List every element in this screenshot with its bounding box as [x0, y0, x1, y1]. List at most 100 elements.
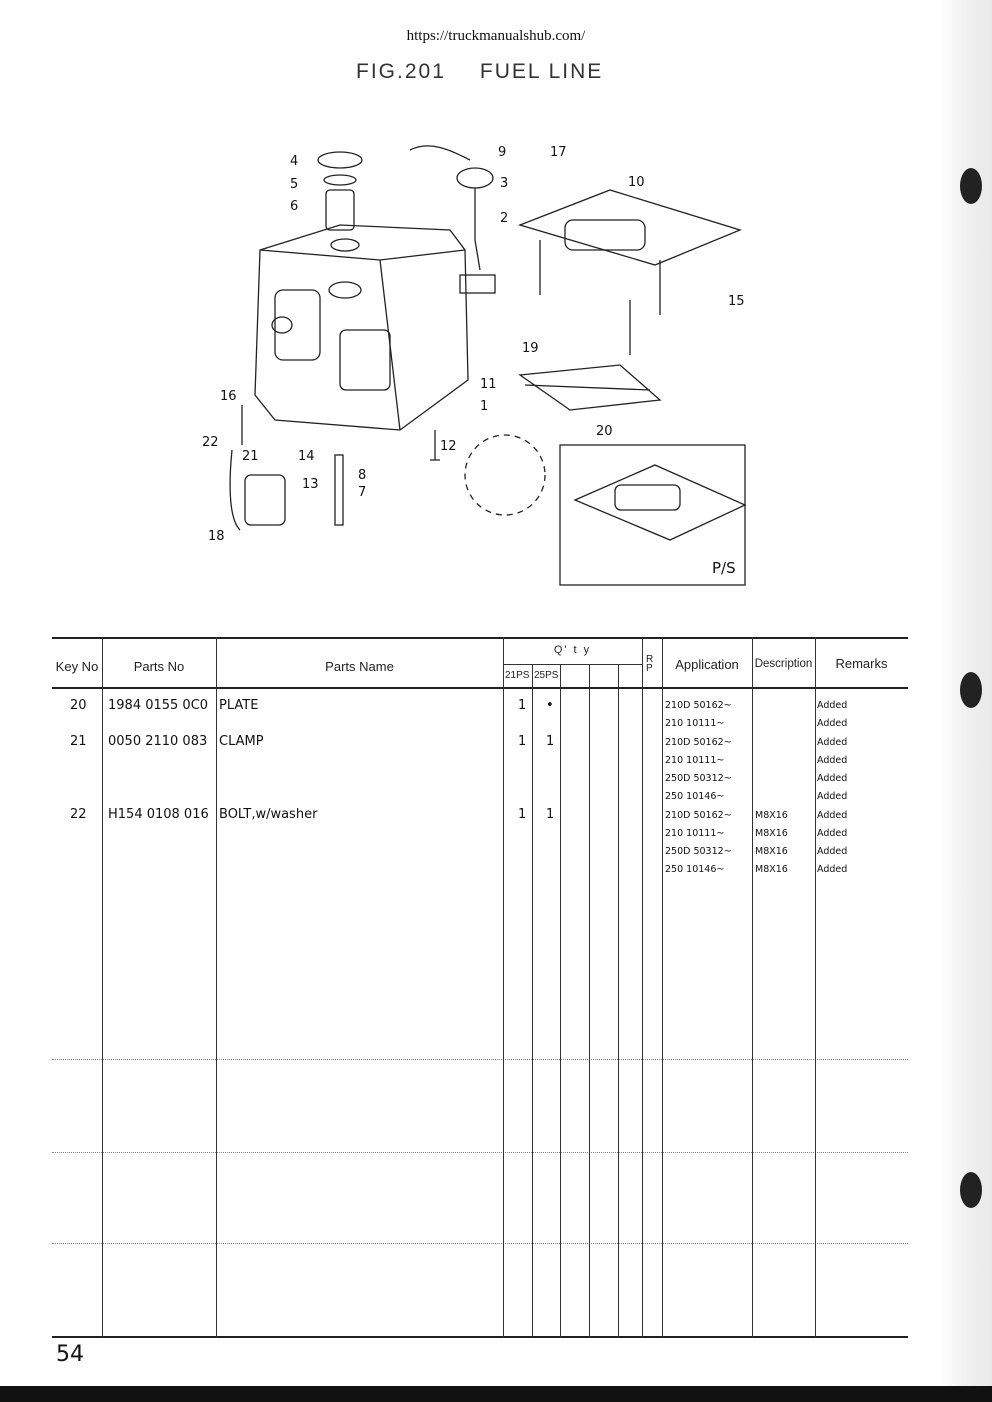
filler-neck — [328, 281, 362, 299]
callout-3: 3 — [500, 176, 508, 191]
remark: Added — [817, 700, 848, 711]
part-name: BOLT,w/washer — [219, 807, 318, 822]
plate-20 — [518, 364, 662, 411]
remark: Added — [817, 846, 848, 857]
remark: Added — [817, 718, 848, 729]
qty-25ps: 1 — [546, 734, 555, 749]
qty-21ps: 1 — [518, 807, 527, 822]
description: M8X16 — [755, 864, 788, 875]
table-bottom-rule — [52, 1336, 908, 1338]
part-number: H154 0108 016 — [108, 807, 209, 822]
header-application: Application — [675, 657, 739, 672]
callout-21: 21 — [242, 449, 259, 464]
header-rp: R P — [646, 654, 654, 674]
part-name: PLATE — [219, 698, 259, 713]
key-no: 20 — [70, 698, 87, 713]
fuel-pump — [244, 474, 286, 526]
remark: Added — [817, 828, 848, 839]
qty-25ps: • — [546, 698, 554, 713]
callout-9: 9 — [498, 145, 506, 160]
fuel-line-diagram: 1 2 3 4 5 6 7 8 9 10 11 12 13 14 15 16 1… — [202, 145, 747, 586]
strainer — [325, 189, 355, 231]
part-name: CLAMP — [219, 734, 264, 749]
key-no: 21 — [70, 734, 87, 749]
callout-4: 4 — [290, 154, 298, 169]
ps-label: P/S — [712, 559, 736, 577]
header-remarks: Remarks — [835, 656, 888, 671]
fuel-hose — [229, 405, 243, 531]
float — [459, 274, 496, 294]
header-key-no: Key No — [55, 659, 99, 674]
filler-cap — [317, 151, 363, 169]
callout-8: 8 — [358, 468, 366, 483]
description: M8X16 — [755, 846, 788, 857]
callout-11: 11 — [480, 377, 497, 392]
page-number: 54 — [56, 1342, 84, 1367]
callout-22: 22 — [202, 435, 219, 450]
remark: Added — [817, 791, 848, 802]
remark: Added — [817, 864, 848, 875]
header-qty-25ps: 25PS — [534, 670, 559, 681]
application: 210 10111~ — [665, 718, 725, 729]
qty-25ps: 1 — [546, 807, 555, 822]
callout-16: 16 — [220, 389, 237, 404]
callout-19: 19 — [522, 341, 539, 356]
description: M8X16 — [755, 828, 788, 839]
header-parts-no: Parts No — [133, 659, 185, 674]
callout-7: 7 — [358, 485, 366, 500]
pipe-13 — [334, 454, 344, 526]
application: 250D 50312~ — [665, 773, 732, 784]
callout-1: 1 — [480, 399, 488, 414]
application: 250D 50312~ — [665, 846, 732, 857]
fuel-tank — [254, 224, 469, 431]
callout-17: 17 — [550, 145, 567, 160]
callout-15: 15 — [728, 294, 745, 309]
bracket-plate — [517, 189, 742, 266]
parts-table: Key No Parts No Parts Name Q' t y 21PS 2… — [52, 637, 908, 1338]
remark: Added — [817, 755, 848, 766]
header-qty: Q' t y — [553, 644, 592, 656]
part-number: 0050 2110 083 — [108, 734, 208, 749]
application: 250 10146~ — [665, 791, 725, 802]
source-url[interactable]: https://truckmanualshub.com/ — [406, 28, 586, 44]
application: 210D 50162~ — [665, 737, 732, 748]
callout-5: 5 — [290, 177, 298, 192]
callout-6: 6 — [290, 199, 298, 214]
binder-hole — [960, 168, 982, 204]
page-edge-shadow — [940, 0, 992, 1402]
key-no: 22 — [70, 807, 87, 822]
fan — [464, 434, 546, 516]
application: 250 10146~ — [665, 864, 725, 875]
application: 210D 50162~ — [665, 700, 732, 711]
part-number: 1984 0155 0C0 — [108, 698, 209, 713]
table-top-rule — [52, 637, 908, 639]
header-description: Description — [754, 658, 813, 670]
header-qty-21ps: 21PS — [505, 670, 530, 681]
callout-18: 18 — [208, 529, 225, 544]
row-divider — [52, 1243, 908, 1244]
header-parts-name: Parts Name — [325, 659, 394, 674]
application: 210D 50162~ — [665, 810, 732, 821]
figure-number: FIG.201 — [356, 60, 446, 83]
callout-13: 13 — [302, 477, 319, 492]
fuel-sender — [456, 167, 494, 189]
ps-inset — [559, 444, 746, 586]
row-divider — [52, 1059, 908, 1060]
page-bottom-bar — [0, 1386, 992, 1402]
qty-21ps: 1 — [518, 698, 527, 713]
application: 210 10111~ — [665, 755, 725, 766]
binder-hole — [960, 1172, 982, 1208]
tank-panel — [274, 289, 321, 361]
callout-14: 14 — [298, 449, 315, 464]
qty-21ps: 1 — [518, 734, 527, 749]
remark: Added — [817, 737, 848, 748]
callout-10: 10 — [628, 175, 645, 190]
table-header-rule — [52, 687, 908, 689]
binder-hole — [960, 672, 982, 708]
figure-name: FUEL LINE — [479, 60, 604, 83]
callout-20: 20 — [596, 424, 613, 439]
remark: Added — [817, 810, 848, 821]
callout-12: 12 — [440, 439, 457, 454]
remark: Added — [817, 773, 848, 784]
row-divider — [52, 1152, 908, 1153]
